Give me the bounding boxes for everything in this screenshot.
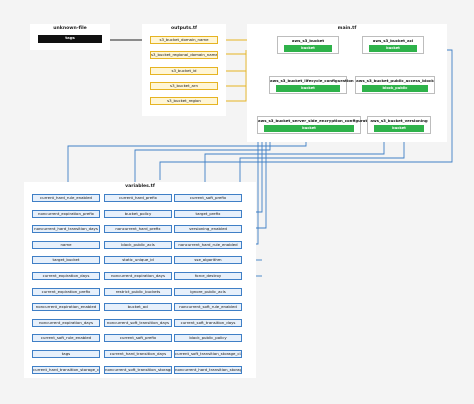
resource-title: aws_s3_bucket [291,38,325,43]
variable-node[interactable]: restrict_public_buckets [104,287,172,296]
variable-node[interactable]: noncurrent_soft_transition_days [104,318,172,327]
variable-node[interactable]: noncurrent_soft_rule_enabled [174,303,242,312]
resource-label: bucket [276,85,340,92]
resource-title: aws_s3_bucket_versioning [370,118,428,123]
variable-node[interactable]: noncurrent_expiration_days [32,318,100,327]
variable-node[interactable]: noncurrent_expiration_days [104,272,172,280]
variable-node[interactable]: versioning_enabled [174,225,242,234]
variable-node[interactable]: current_soft_prefix [104,334,172,343]
outputs-panel: outputs.tf s3_bucket_domain_name s3_buck… [142,24,226,116]
resource-node[interactable]: aws_s3_bucket_acl bucket [362,36,424,54]
main-title: main.tf [337,26,357,31]
variables-title: variables.tf [125,184,155,189]
resource-node[interactable]: aws_s3_bucket bucket [277,36,339,54]
resource-label: block_public [362,85,428,92]
variable-node[interactable]: force_destroy [174,272,242,280]
output-node[interactable]: s3_bucket_id [150,67,218,75]
resource-label: bucket [264,125,354,132]
resource-node[interactable]: aws_s3_bucket_server_side_encryption_con… [257,116,375,134]
variable-node[interactable]: noncurrent_hard_rule_enabled [174,240,242,249]
resource-label: bucket [374,125,424,132]
variable-node[interactable]: noncurrent_hard_transition_storage_class [174,365,242,374]
output-node[interactable]: s3_bucket_regional_domain_name [150,51,218,59]
variable-node[interactable]: tags [32,350,100,358]
resource-node[interactable]: aws_s3_bucket_lifecycle_configuration bu… [269,76,354,94]
variable-node[interactable]: current_soft_rule_enabled [32,334,100,343]
variable-node[interactable]: current_expiration_days [32,272,100,280]
variable-node[interactable]: current_hard_transition_days [104,350,172,358]
variable-node[interactable]: target_bucket [32,256,100,265]
tags-node[interactable]: tags [38,35,102,43]
resource-title: aws_s3_bucket_public_access_block [356,78,434,83]
variable-node[interactable]: noncurrent_hard_transition_days [32,225,100,234]
variable-node[interactable]: current_soft_prefix [174,194,242,202]
variable-node[interactable]: current_soft_transition_storage_class [174,350,242,358]
resource-title: aws_s3_bucket_lifecycle_configuration [270,78,354,83]
unknown-file-title: unknown-file [53,26,87,31]
main-panel: main.tf aws_s3_bucket bucket aws_s3_buck… [247,24,447,142]
resource-title: aws_s3_bucket_server_side_encryption_con… [258,118,375,123]
variable-node[interactable]: bucket_acl [104,303,172,312]
variable-node[interactable]: bucket_policy [104,209,172,218]
variable-node[interactable]: current_hard_rule_enabled [32,194,100,202]
resource-label: bucket [369,45,417,52]
resource-label: bucket [284,45,332,52]
variable-node[interactable]: name [32,240,100,249]
resource-node[interactable]: aws_s3_bucket_public_access_block block_… [355,76,435,94]
variable-node[interactable]: current_hard_transition_storage_class [32,365,100,374]
output-node[interactable]: s3_bucket_arn [150,82,218,90]
output-node[interactable]: s3_bucket_domain_name [150,36,218,44]
output-node[interactable]: s3_bucket_region [150,97,218,105]
variable-node[interactable]: block_public_acls [104,240,172,249]
resource-title: aws_s3_bucket_acl [372,38,414,43]
variable-node[interactable]: sse_algorithm [174,256,242,265]
variable-node[interactable]: block_public_policy [174,334,242,343]
variable-node[interactable]: current_hard_prefix [104,194,172,202]
variable-node[interactable]: static_unique_id [104,256,172,265]
resource-node[interactable]: aws_s3_bucket_versioning bucket [367,116,431,134]
variable-node[interactable]: current_expiration_prefix [32,287,100,296]
variable-node[interactable]: target_prefix [174,209,242,218]
variable-node[interactable]: current_soft_transition_days [174,318,242,327]
variable-node[interactable]: noncurrent_soft_transition_storage_class [104,365,172,374]
variable-node[interactable]: ignore_public_acls [174,287,242,296]
variable-node[interactable]: noncurrent_hard_prefix [104,225,172,234]
outputs-title: outputs.tf [170,26,198,31]
variable-node[interactable]: noncurrent_expiration_prefix [32,209,100,218]
unknown-file-panel: unknown-file tags [30,24,110,50]
variable-node[interactable]: noncurrent_expiration_enabled [32,303,100,312]
